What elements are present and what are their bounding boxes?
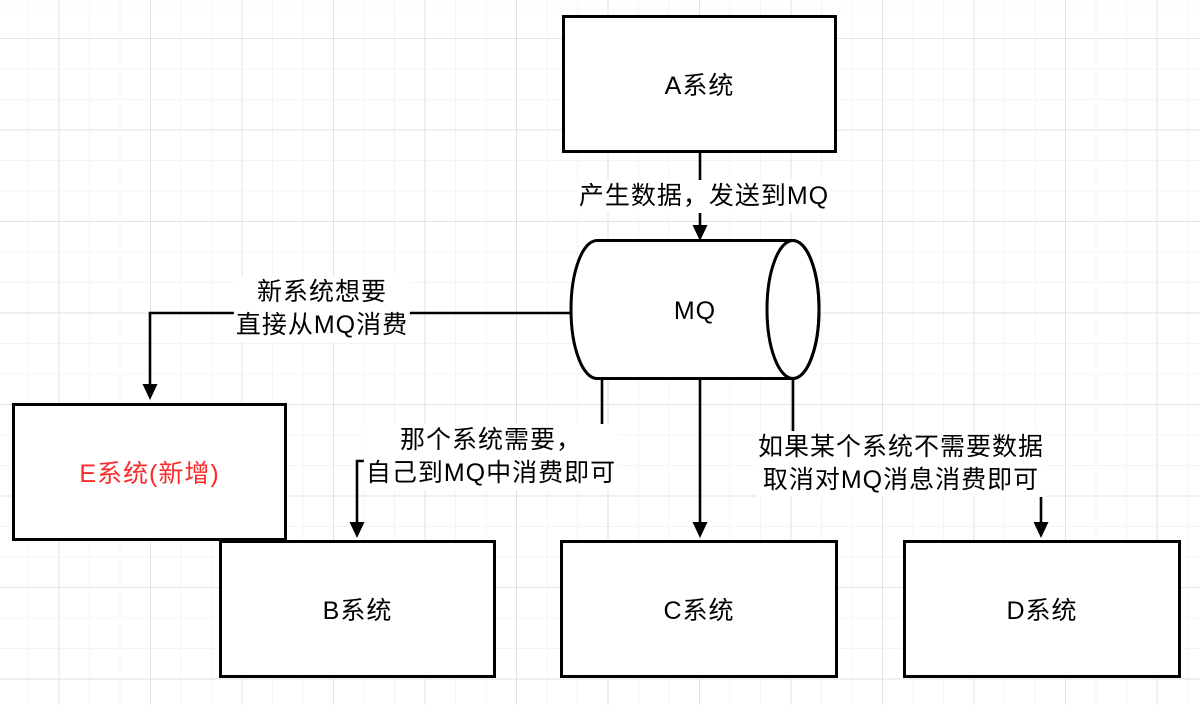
node-e-system-new: E系统(新增) [12,403,287,541]
edge-label-mq-to-e-line2: 直接从MQ消费 [235,311,409,339]
arrowhead-mq-to-d [1033,522,1049,538]
edge-mq-to-e [148,311,578,394]
edge-label-mq-to-d-line2: 取消对MQ消息消费即可 [762,466,1040,494]
edge-label-a-to-mq: 产生数据，发送到MQ [576,180,832,213]
edge-label-mq-to-b-line2: 自己到MQ中消费即可 [365,459,617,487]
node-b-system: B系统 [219,540,496,678]
node-b-label: B系统 [322,597,393,625]
mq-cylinder-end-cap [765,239,821,380]
node-a-system: A系统 [562,15,837,153]
node-c-label: C系统 [663,597,735,625]
node-d-system: D系统 [903,540,1181,678]
edge-label-mq-to-b: 那个系统需要， 自己到MQ中消费即可 [363,424,619,490]
mq-cylinder-shape [569,239,821,380]
edge-label-mq-to-e-line1: 新系统想要 [256,278,387,306]
node-d-label: D系统 [1006,597,1078,625]
edge-label-mq-to-b-line1: 那个系统需要， [399,426,582,454]
node-e-label: E系统(新增) [79,460,220,488]
arrowhead-mq-to-b [349,522,365,538]
arrowhead-a-to-mq [692,225,708,241]
arrowhead-group [142,225,1049,538]
node-c-system: C系统 [560,540,838,678]
node-a-label: A系统 [664,72,735,100]
arrowhead-mq-to-e [142,384,158,400]
edge-label-mq-to-d-line1: 如果某个系统不需要数据 [757,433,1045,461]
edge-label-mq-to-e: 新系统想要 直接从MQ消费 [233,276,411,342]
edge-label-mq-to-d: 如果某个系统不需要数据 取消对MQ消息消费即可 [755,431,1047,497]
node-mq-label: MQ [673,297,717,325]
arrowhead-mq-to-c [692,522,708,538]
